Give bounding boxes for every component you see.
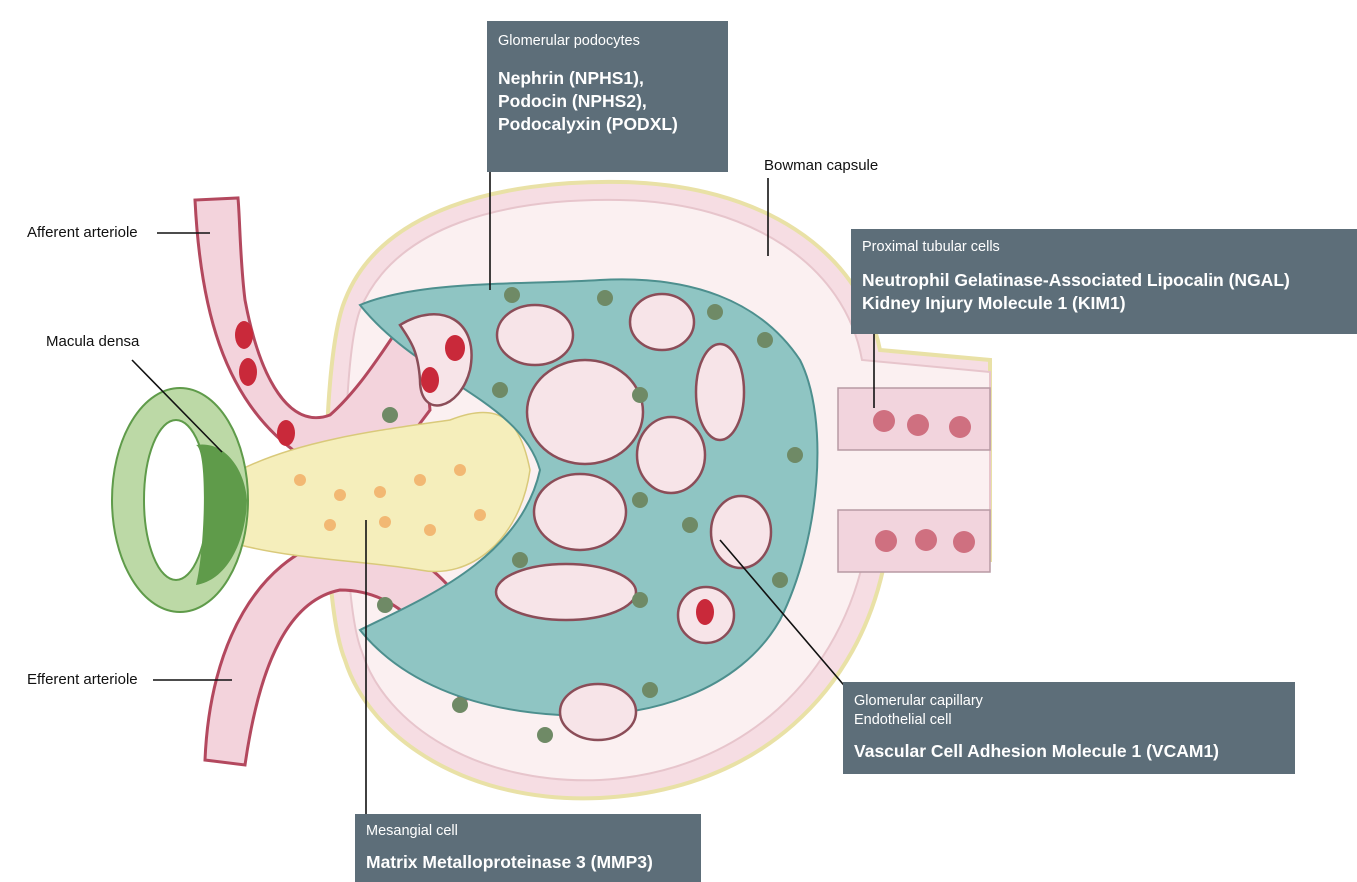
podocytes-cell-type: Glomerular podocytes (498, 31, 717, 51)
proximal-tubular-marker-box: Proximal tubular cells Neutrophil Gelati… (851, 229, 1357, 334)
mesangial-markers: Matrix Metalloproteinase 3 (MMP3) (366, 851, 690, 874)
endothelial-cell-type-line1: Glomerular capillary (854, 692, 1284, 711)
bowman-capsule-label: Bowman capsule (764, 157, 878, 174)
proximal-cell-type: Proximal tubular cells (862, 237, 1346, 257)
macula-densa-tubule (112, 388, 248, 612)
macula-densa-label: Macula densa (46, 333, 139, 350)
afferent-arteriole-label: Afferent arteriole (27, 224, 138, 241)
endothelial-cell-type-line2: Endothelial cell (854, 711, 1284, 730)
podocytes-marker-box: Glomerular podocytes Nephrin (NPHS1), Po… (487, 21, 728, 172)
podocytes-markers: Nephrin (NPHS1), Podocin (NPHS2), Podoca… (498, 67, 717, 136)
mesangial-cell-type: Mesangial cell (366, 821, 690, 841)
proximal-markers: Neutrophil Gelatinase-Associated Lipocal… (862, 269, 1346, 315)
endothelial-markers: Vascular Cell Adhesion Molecule 1 (VCAM1… (854, 740, 1284, 763)
mesangial-marker-box: Mesangial cell Matrix Metalloproteinase … (355, 814, 701, 882)
efferent-arteriole-label: Efferent arteriole (27, 671, 138, 688)
endothelial-marker-box: Glomerular capillary Endothelial cell Va… (843, 682, 1295, 774)
